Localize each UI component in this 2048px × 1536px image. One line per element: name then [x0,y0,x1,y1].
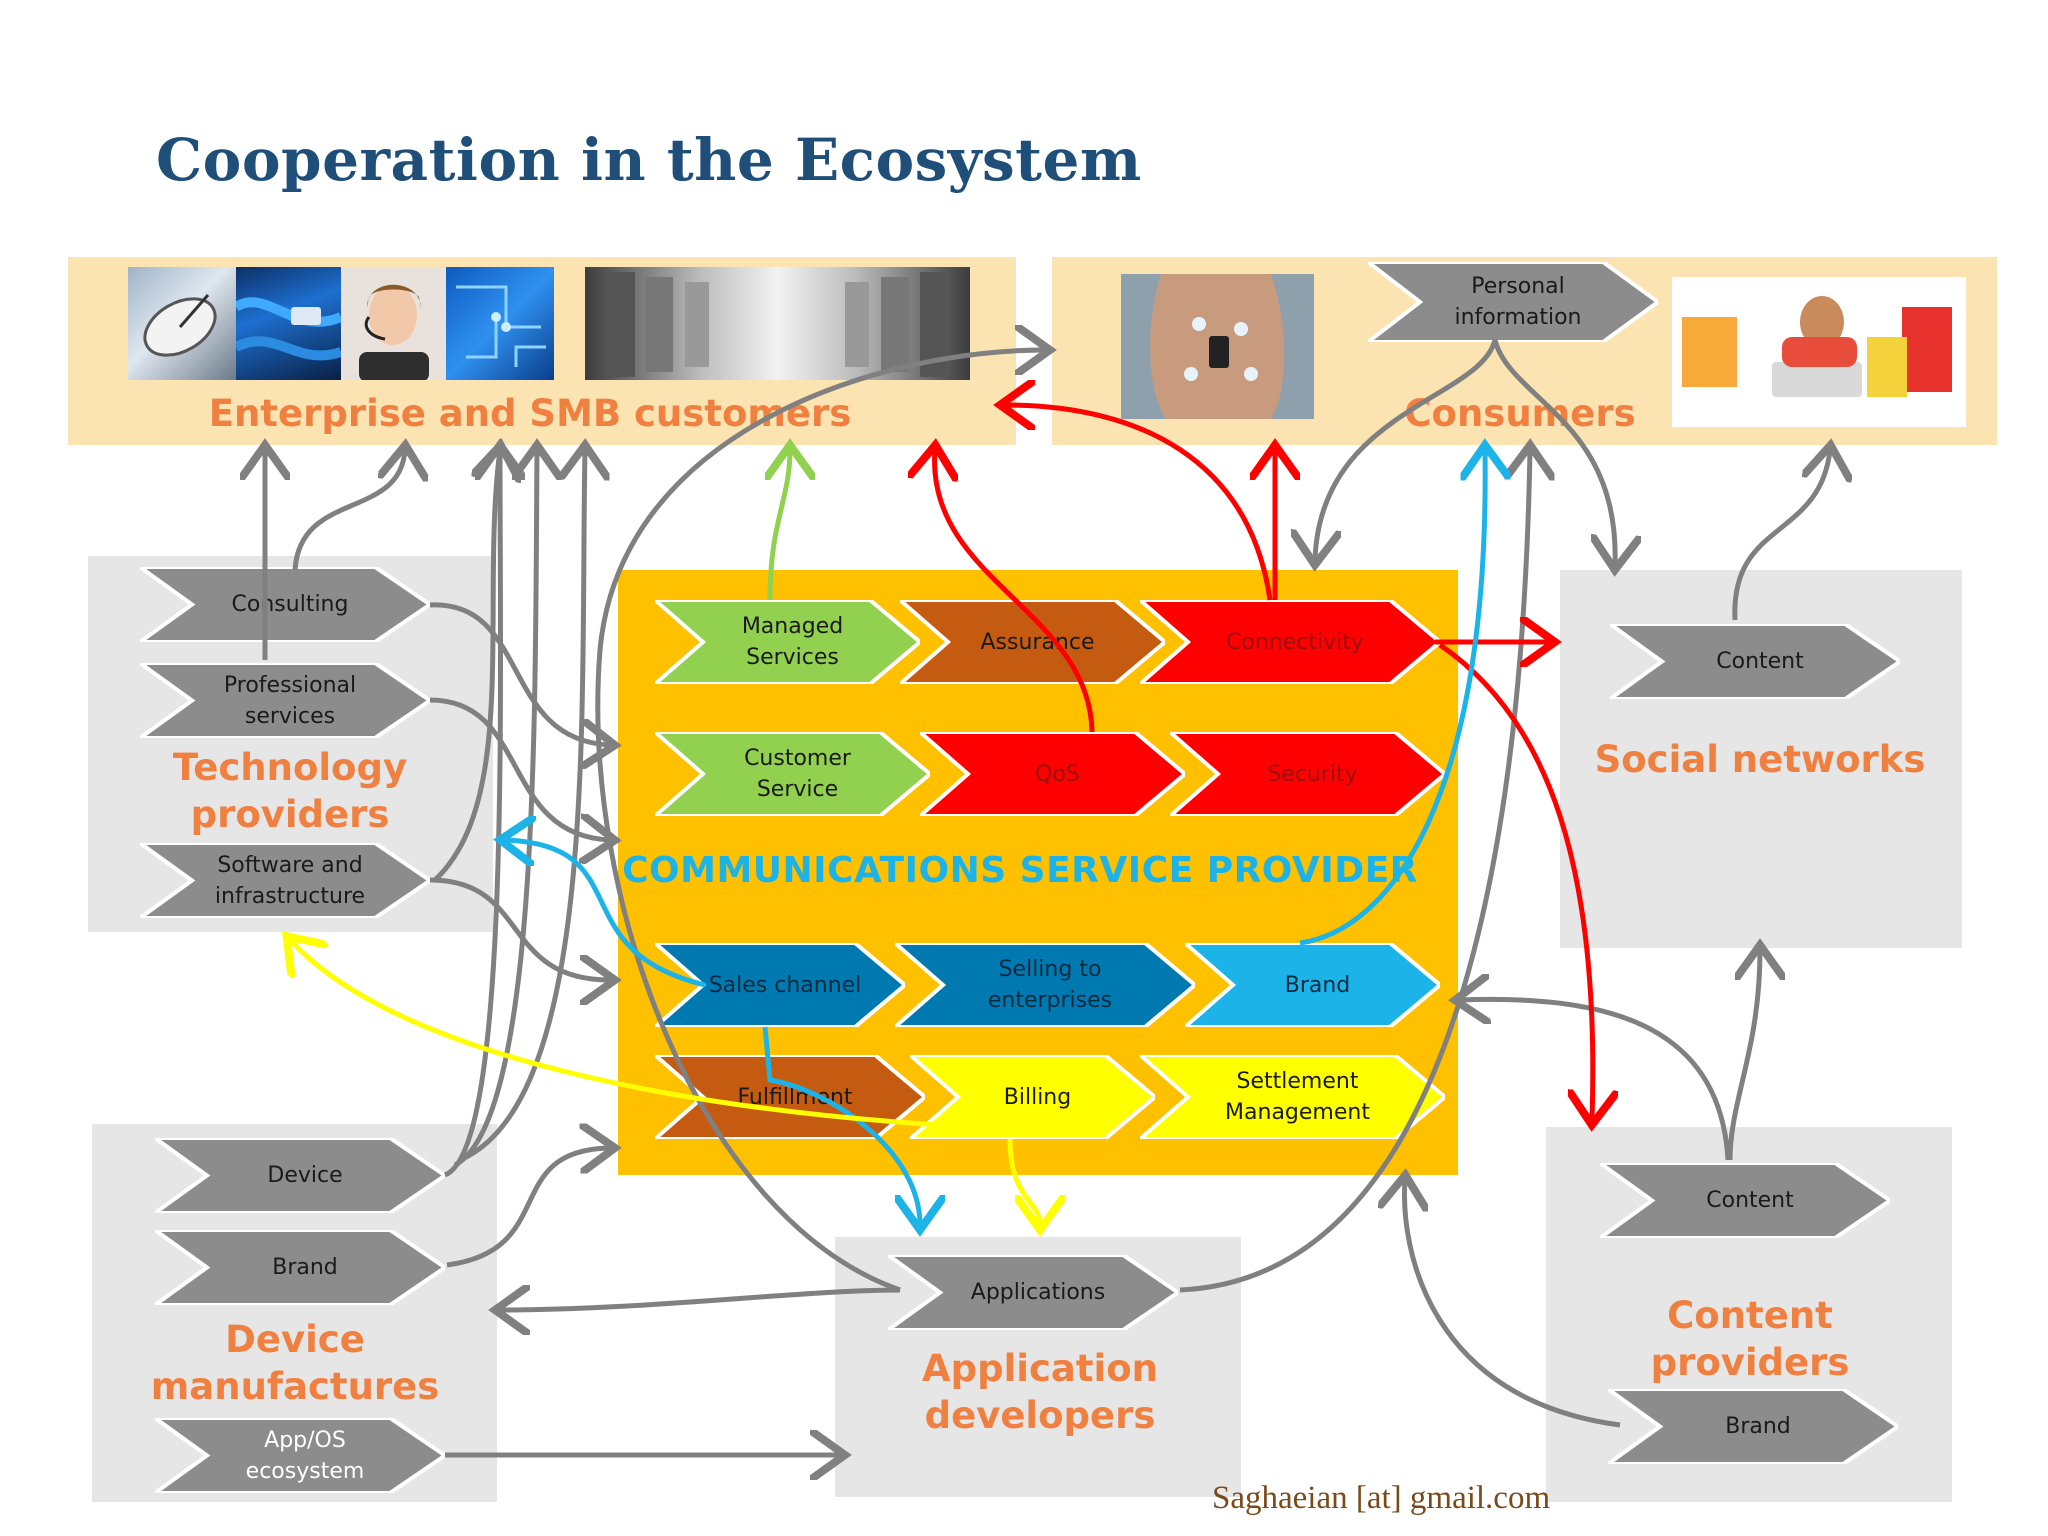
footer-email: Saghaeian [at] gmail.com [1212,1480,1551,1516]
application-developers-label: Application developers [921,1347,1158,1437]
chevron-content-provider-brand: Brand [1608,1389,1898,1464]
chevron-selling-to-enterprises: Selling to enterprises [895,943,1195,1027]
chevron-applications: Applications [888,1255,1178,1330]
chevron-qos: QoS [920,732,1185,816]
enterprise-label: Enterprise and SMB customers [208,392,852,435]
technology-providers-label: Technology providers [172,746,408,836]
chevron-security: Security [1170,732,1445,816]
content-provider-content-label: Content [1706,1188,1794,1213]
chevron-consulting: Consulting [140,567,430,642]
selling-to-enterprises-label: Selling to enterprises [987,957,1113,1013]
chevron-device-brand: Brand [155,1230,445,1305]
professional-services-label: Professional services [223,672,357,729]
connectivity-label: Connectivity [1226,629,1364,655]
settlement-management-label: Settlement Management [1225,1069,1370,1125]
chevron-billing: Billing [910,1055,1155,1139]
consulting-label: Consulting [231,592,349,617]
chevron-managed-services: Managed Services [655,600,920,684]
call-center-agent-photo [341,267,446,380]
data-center-photo [585,267,970,380]
security-label: Security [1267,761,1358,787]
chevron-customer-service: Customer Service [655,732,930,816]
chevron-settlement-management: Settlement Management [1140,1055,1445,1139]
managed-services-label: Managed Services [741,614,844,670]
chevron-fulfillment: Fulfillment [655,1055,925,1139]
device-brand-label: Brand [272,1255,338,1280]
slide-title: Cooperation in the Ecosystem [156,126,1142,194]
satellite-dish-photo [128,267,236,380]
circuit-board-photo [446,267,554,380]
chevron-assurance: Assurance [900,600,1165,684]
content-provider-brand-label: Brand [1725,1414,1791,1439]
network-cables-photo [236,267,341,380]
social-content-label: Content [1716,649,1804,674]
chevron-professional-services: Professional services [140,663,430,738]
personal-information-label: Personal information [1454,274,1582,330]
chevron-device: Device [155,1138,445,1213]
qos-label: QoS [1035,761,1080,787]
content-providers-label: Content providers [1650,1294,1850,1384]
billing-label: Billing [1003,1084,1072,1110]
chevron-personal-information: Personal information [1368,262,1658,342]
fulfillment-label: Fulfillment [737,1084,853,1110]
applications-label: Applications [970,1280,1106,1305]
chevron-app-os-ecosystem: App/OS ecosystem [155,1418,445,1493]
device-label: Device [267,1163,343,1188]
chevron-sales-channel: Sales channel [655,943,905,1027]
customer-service-label: Customer Service [744,746,851,802]
arrow-tech-to-enterprise-2 [292,450,405,571]
chevron-software-infrastructure: Software and infrastructure [140,843,430,918]
csp-title: COMMUNICATIONS SERVICE PROVIDER [622,850,1418,891]
assurance-label: Assurance [980,629,1095,655]
chevron-content-provider-content: Content [1600,1163,1890,1238]
software-infrastructure-label: Software and infrastructure [214,852,366,909]
consumers-label: Consumers [1404,392,1636,435]
chevron-connectivity: Connectivity [1140,600,1440,684]
app-os-ecosystem-label: App/OS ecosystem [245,1427,365,1484]
chevron-social-content: Content [1610,624,1900,699]
online-shopping-photo [1672,277,1966,427]
medical-sensors-photo [1121,274,1314,419]
device-manufactures-label: Device manufactures [150,1318,440,1408]
sales-channel-label: Sales channel [708,972,862,998]
csp-brand-label: Brand [1284,972,1351,998]
social-networks-label: Social networks [1594,738,1926,781]
chevron-csp-brand: Brand [1185,943,1440,1027]
